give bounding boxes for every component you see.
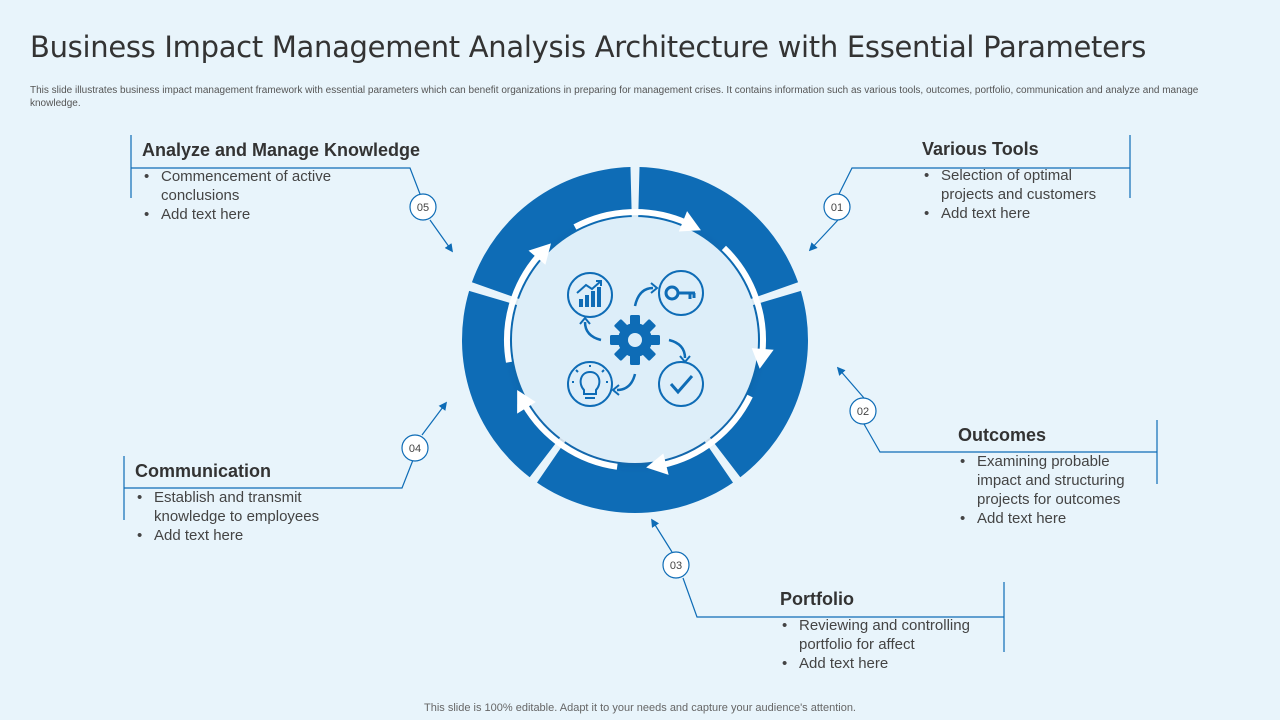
- step-03-heading: Portfolio: [780, 589, 854, 609]
- page-title: Business Impact Management Analysis Arch…: [30, 30, 1147, 64]
- lightbulb-icon: [567, 361, 613, 407]
- footer-note: This slide is 100% editable. Adapt it to…: [424, 702, 856, 714]
- flow-arrow-head: [751, 348, 774, 369]
- flow-arrow-arc: [721, 245, 766, 354]
- ring-segment: [638, 167, 799, 300]
- flow-arrow-arc: [504, 252, 543, 363]
- ring-segment: [709, 290, 808, 478]
- chart-growth-icon: [567, 272, 613, 318]
- step-number-01: 01: [831, 202, 843, 214]
- step-number-03: 03: [670, 560, 682, 572]
- step-04-block: Communication Establish and transmit kno…: [135, 461, 365, 545]
- cycle-arrows: [504, 209, 774, 475]
- ring-segment: [461, 290, 561, 478]
- icon-flow-arrows: [579, 282, 691, 396]
- flow-arrow-arc: [573, 209, 689, 230]
- flow-arrow-head: [646, 453, 669, 475]
- step-02-bullet: Add text here: [958, 509, 1153, 528]
- step-01-block: Various Tools Selection of optimal proje…: [922, 139, 1122, 223]
- flow-arrow-arc: [660, 394, 753, 469]
- step-01-bullet: Add text here: [922, 204, 1122, 223]
- step-04-bullet: Add text here: [135, 526, 365, 545]
- step-05-heading: Analyze and Manage Knowledge: [142, 140, 421, 160]
- flow-arrow-head: [517, 390, 536, 414]
- step-badge-02: 02: [849, 397, 877, 425]
- step-02-bullet: Examining probable impact and structurin…: [958, 452, 1153, 509]
- step-03-block: Portfolio Reviewing and controlling port…: [780, 589, 1000, 673]
- step-badge-05: 05: [409, 193, 437, 221]
- step-01-heading: Various Tools: [922, 139, 1039, 159]
- step-badge-04: 04: [401, 434, 429, 462]
- step-03-bullet: Reviewing and controlling portfolio for …: [780, 616, 1000, 654]
- flow-arrow-head: [678, 211, 701, 232]
- step-badge-01: 01: [823, 193, 851, 221]
- step-04-heading: Communication: [135, 461, 272, 481]
- step-number-04: 04: [409, 443, 421, 455]
- flow-arrow-head: [528, 243, 552, 265]
- step-02-block: Outcomes Examining probable impact and s…: [958, 425, 1153, 528]
- gear-icon: [610, 315, 660, 365]
- key-icon: [658, 270, 704, 316]
- step-02-heading: Outcomes: [958, 425, 1047, 445]
- step-number-02: 02: [857, 406, 869, 418]
- step-05-bullet: Add text here: [142, 205, 332, 224]
- step-04-bullet: Establish and transmit knowledge to empl…: [135, 488, 365, 526]
- step-number-05: 05: [417, 202, 429, 214]
- cycle-diagram: [461, 167, 808, 513]
- page-subtitle: This slide illustrates business impact m…: [30, 85, 1199, 109]
- step-05-block: Analyze and Manage Knowledge Commencemen…: [142, 140, 421, 224]
- flow-arrow-arc: [521, 402, 618, 470]
- step-badge-03: 03: [662, 551, 690, 579]
- step-01-bullet: Selection of optimal projects and custom…: [922, 166, 1122, 204]
- step-05-bullet: Commencement of active conclusions: [142, 167, 332, 205]
- checkmark-icon: [658, 361, 704, 407]
- ring-segment: [471, 167, 632, 300]
- step-03-bullet: Add text here: [780, 654, 1000, 673]
